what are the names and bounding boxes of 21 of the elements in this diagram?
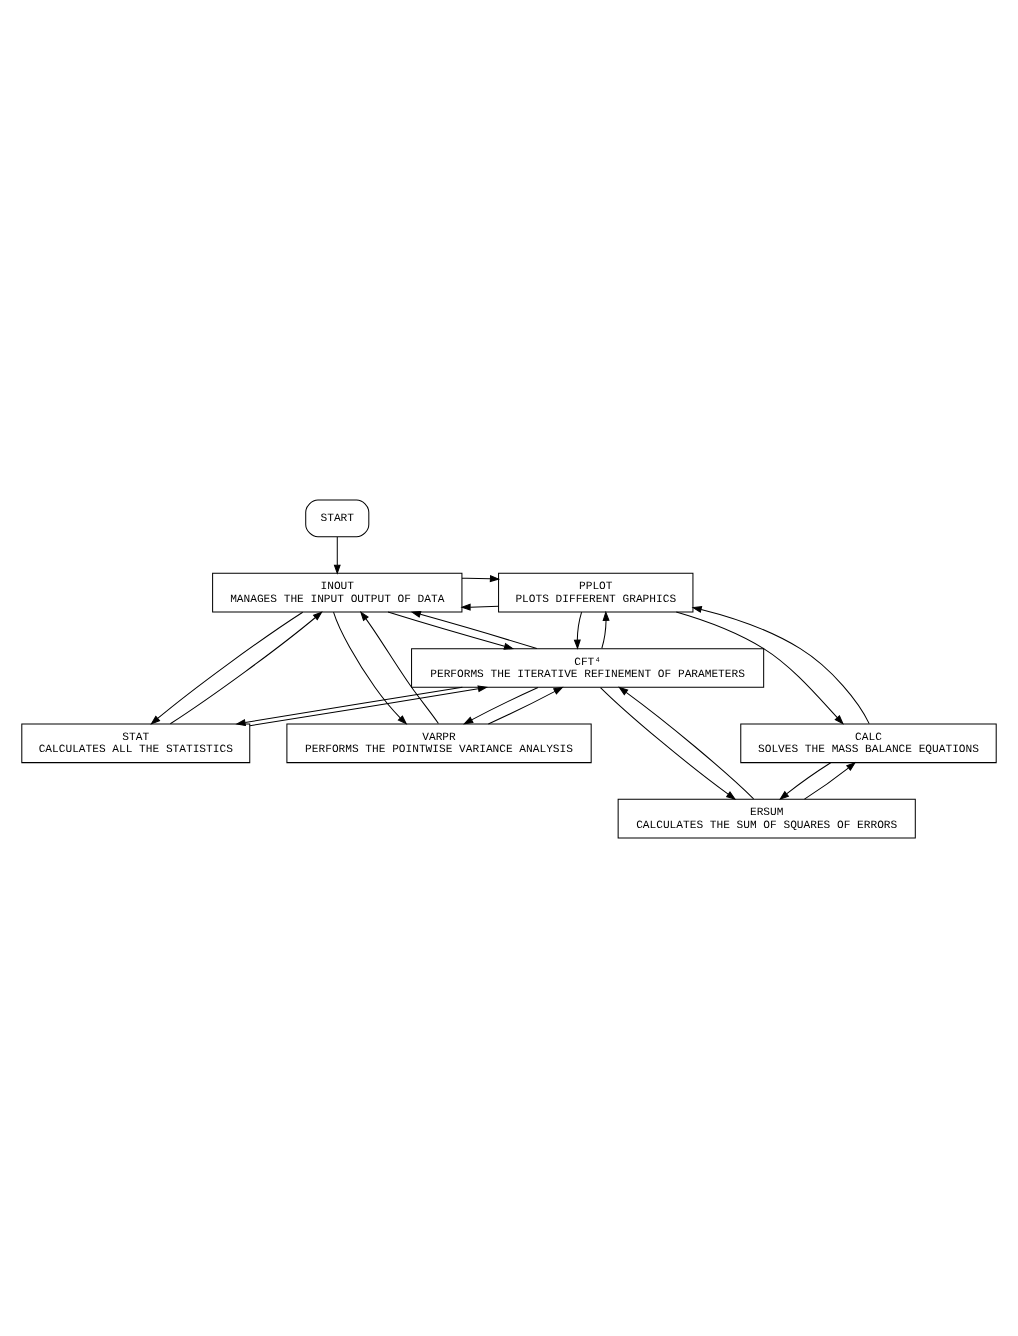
arrow: [461, 574, 501, 582]
arrow: [410, 609, 538, 649]
arrow: [169, 610, 323, 724]
arrow: [359, 609, 439, 724]
arrow: [691, 605, 870, 724]
arrow: [249, 684, 489, 726]
arrow: [235, 685, 463, 725]
arrow: [618, 685, 755, 799]
arrow: [333, 535, 341, 574]
arrow: [487, 685, 564, 724]
arrow: [573, 610, 583, 649]
arrow: [150, 610, 304, 724]
arrow: [675, 610, 844, 724]
arrow: [600, 686, 737, 799]
arrow: [601, 609, 610, 648]
arrow: [387, 610, 515, 649]
arrow: [460, 602, 500, 610]
arrow: [804, 760, 857, 799]
arrow: [779, 761, 832, 800]
arrow: [463, 686, 539, 724]
arrow: [333, 610, 408, 724]
